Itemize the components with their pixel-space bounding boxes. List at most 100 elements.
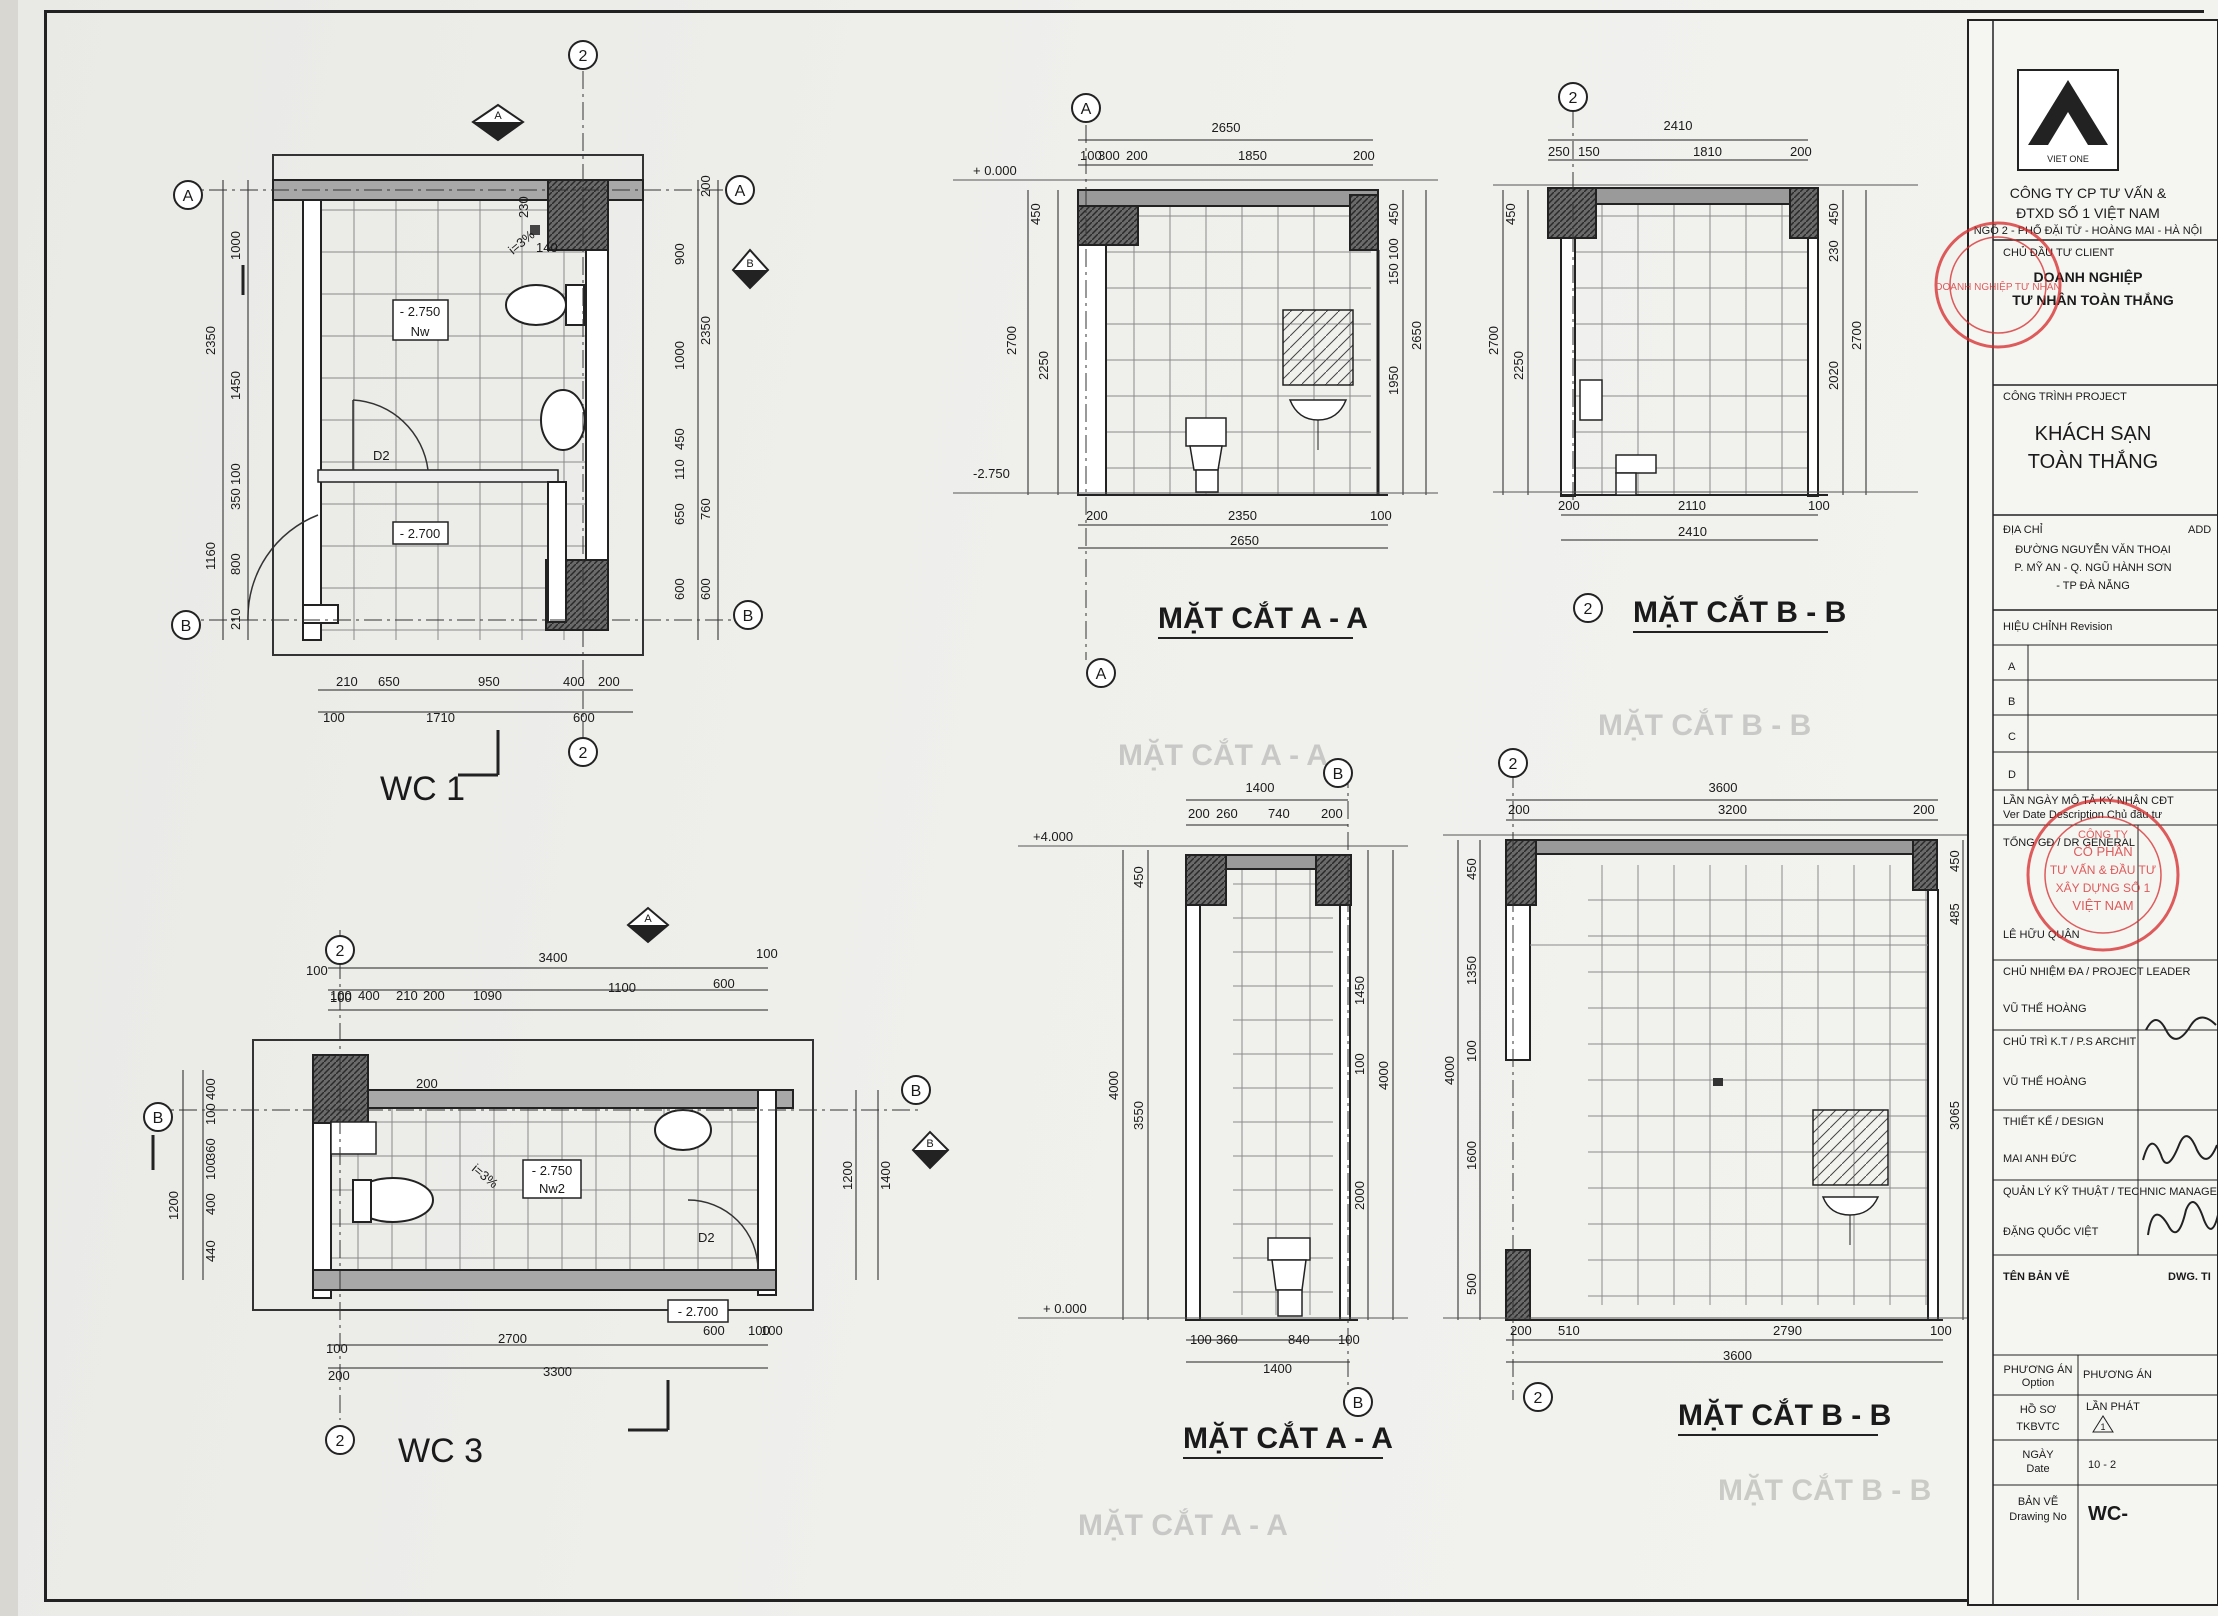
ghost-bleed-through: MẶT CẮT A - A MẶT CẮT B - B MẶT CẮT A - … <box>1078 708 1931 1542</box>
aa1-right-d2: 100 <box>1386 238 1401 260</box>
wc3-top-r2-2: 1100 <box>608 980 636 995</box>
wc1-left-dim-5: 350 <box>228 488 243 510</box>
option-label-en: Option <box>2022 1377 2054 1389</box>
chief-architect: VŨ THẾ HOÀNG <box>2003 1075 2087 1088</box>
wc1-left-dim-4: 100 <box>228 463 243 485</box>
bb2-left-d4: 4000 <box>1442 1056 1457 1085</box>
wc3-bottom-d4: 100 <box>761 1323 783 1338</box>
aa2-top-d3: 740 <box>1268 806 1290 821</box>
bb1-top-total: 2410 <box>1664 118 1693 133</box>
wc1-inner-dim-1: 230 <box>516 196 531 218</box>
aa2-top-d2: 260 <box>1216 806 1238 821</box>
bb1-right-d2: 230 <box>1826 240 1841 262</box>
aa2-bottom-d1: 100 <box>1190 1332 1212 1347</box>
bb2-axis-2-bottom-label: 2 <box>1534 1390 1543 1407</box>
bb2-top-d3: 200 <box>1913 802 1935 817</box>
ghost-aa-title-2: MẶT CẮT A - A <box>1078 1508 1288 1542</box>
aa2-right-d1: 1450 <box>1352 976 1367 1005</box>
wc1-bottom-dim-2: 1710 <box>426 710 455 725</box>
chief-architect-label: CHỦ TRÌ K.T / P.S ARCHIT <box>2003 1035 2137 1048</box>
aa1-bottom-d3: 100 <box>1370 508 1392 523</box>
aa2-right-d4: 2000 <box>1352 1181 1367 1210</box>
wc1-left-dim-7: 800 <box>228 553 243 575</box>
wc3-left-d3: 360 <box>203 1138 218 1160</box>
bb2-left-d1: 450 <box>1464 858 1479 880</box>
aa1-right-d4: 2650 <box>1409 321 1424 350</box>
stamp2-line5: VIỆT NAM <box>2072 898 2133 913</box>
bb2-left-d2: 1350 <box>1464 956 1479 985</box>
bb2-right-d2: 485 <box>1947 903 1962 925</box>
wc1-section-a-label: A <box>494 110 502 122</box>
wc3-inner-dim: 200 <box>416 1076 438 1091</box>
project-line2: TOÀN THẮNG <box>2028 449 2158 473</box>
wc3-bottom-d2: 600 <box>703 1323 725 1338</box>
bb1-top-d3: 1810 <box>1693 144 1722 159</box>
wc3-axis-2-bottom-label: 2 <box>336 1433 345 1450</box>
signature-3 <box>2147 1201 2218 1236</box>
wc3-top-r2-3: 600 <box>713 976 735 991</box>
bb1-left-d1: 450 <box>1503 203 1518 225</box>
wc3-axis-2-top-label: 2 <box>336 943 345 960</box>
wc3-section-a-label: A <box>644 913 652 925</box>
bb1-top-d1: 250 <box>1548 144 1570 159</box>
general-director: LÊ HỮU QUÂN <box>2003 928 2080 941</box>
wc1-axis-b-right-label: B <box>743 608 754 625</box>
wc1-axis-a-left-label: A <box>183 188 194 205</box>
client-label: CHỦ ĐẦU TƯ CLIENT <box>2003 246 2115 259</box>
red-stamp-company: CÔNG TY CỔ PHẦN TƯ VẤN & ĐẦU TƯ XÂY DỰNG… <box>2026 798 2180 952</box>
address-label-en: ADD <box>2188 524 2211 536</box>
drawing-no: WC- <box>2088 1503 2128 1525</box>
wc1-top-dim-5: 200 <box>598 674 620 689</box>
wc3-left-d2: 100 <box>203 1103 218 1125</box>
aa1-top-d5: 200 <box>1353 148 1375 163</box>
wc3-top-r3-4: 200 <box>423 988 445 1003</box>
wc3-axis-b-left <box>143 1102 173 1132</box>
address-line1: ĐƯỜNG NGUYỄN VĂN THOẠI <box>2015 543 2171 556</box>
bb2-bottom-d4: 100 <box>1930 1323 1952 1338</box>
wc1-right-dim-6: 110 <box>672 459 687 480</box>
aa1-axis-a-top <box>1071 93 1101 123</box>
wc1-door-label: D2 <box>373 448 390 463</box>
wc3-top-left: 100 <box>306 963 328 978</box>
aa1-bottom-total: 2650 <box>1230 533 1259 548</box>
aa1-bottom-d1: 200 <box>1086 508 1108 523</box>
bb2-bottom-d3: 2790 <box>1773 1323 1802 1338</box>
aa1-level-bottom: -2.750 <box>973 466 1010 481</box>
wc3-section-b-label: B <box>926 1138 933 1150</box>
drawing-name-label-en: DWG. TI <box>2168 1271 2211 1283</box>
designer-label: THIẾT KẾ / DESIGN <box>2003 1115 2104 1128</box>
option-label: PHƯƠNG ÁN <box>2004 1363 2073 1376</box>
aa2-left-d2: 4000 <box>1106 1071 1121 1100</box>
drawing-no-label: BẢN VẼ <box>2018 1495 2058 1508</box>
bb1-bottom-d3: 100 <box>1808 498 1830 513</box>
aa1-bottom-d2: 2350 <box>1228 508 1257 523</box>
sheet-border <box>44 10 2204 1602</box>
designer: MAI ANH ĐỨC <box>2003 1152 2077 1165</box>
wc1-right-dim-2: 900 <box>672 243 687 265</box>
revision-a: A <box>2008 661 2016 673</box>
wc1-axis-2-top <box>568 40 598 70</box>
project-line1: KHÁCH SẠN <box>2035 422 2152 445</box>
wc1-right-dim-3: 2350 <box>698 316 713 345</box>
wc1-level-lower: - 2.700 <box>400 526 440 541</box>
file-label: HỒ SƠ <box>2020 1403 2057 1416</box>
wc3-level-upper: - 2.750 <box>532 1163 572 1178</box>
aa1-left-d1: 450 <box>1028 203 1043 225</box>
wc3-left-d4: 100 <box>203 1158 218 1180</box>
section-bb-bottom: 3600 200 3200 200 450 1350 100 4000 1600… <box>1442 748 1998 1436</box>
wc1-left-dim-3: 1450 <box>228 371 243 400</box>
wc3-axis-b-left-label: B <box>153 1110 164 1127</box>
bb1-left-d3: 2250 <box>1511 351 1526 380</box>
aa2-right-d3: 4000 <box>1376 1061 1391 1090</box>
bb1-right-d4: 2700 <box>1849 321 1864 350</box>
client-line2: TƯ NHÂN TOÀN THẮNG <box>2012 291 2174 308</box>
file-value: TKBVTC <box>2016 1421 2059 1433</box>
wc3-bottom-left-2: 200 <box>328 1368 350 1383</box>
bb2-bottom-total: 3600 <box>1723 1348 1752 1363</box>
company-line2: ĐTXD SỐ 1 VIỆT NAM <box>2016 204 2160 221</box>
bb2-right-d4: 3065 <box>1947 1101 1962 1130</box>
wc3-top-r3-5: 1090 <box>473 988 502 1003</box>
section-bb-top-title: MẶT CẮT B - B <box>1633 595 1846 629</box>
wc1-level-upper-sub: Nw <box>411 324 430 339</box>
aa1-top-d2: 300 <box>1098 148 1120 163</box>
